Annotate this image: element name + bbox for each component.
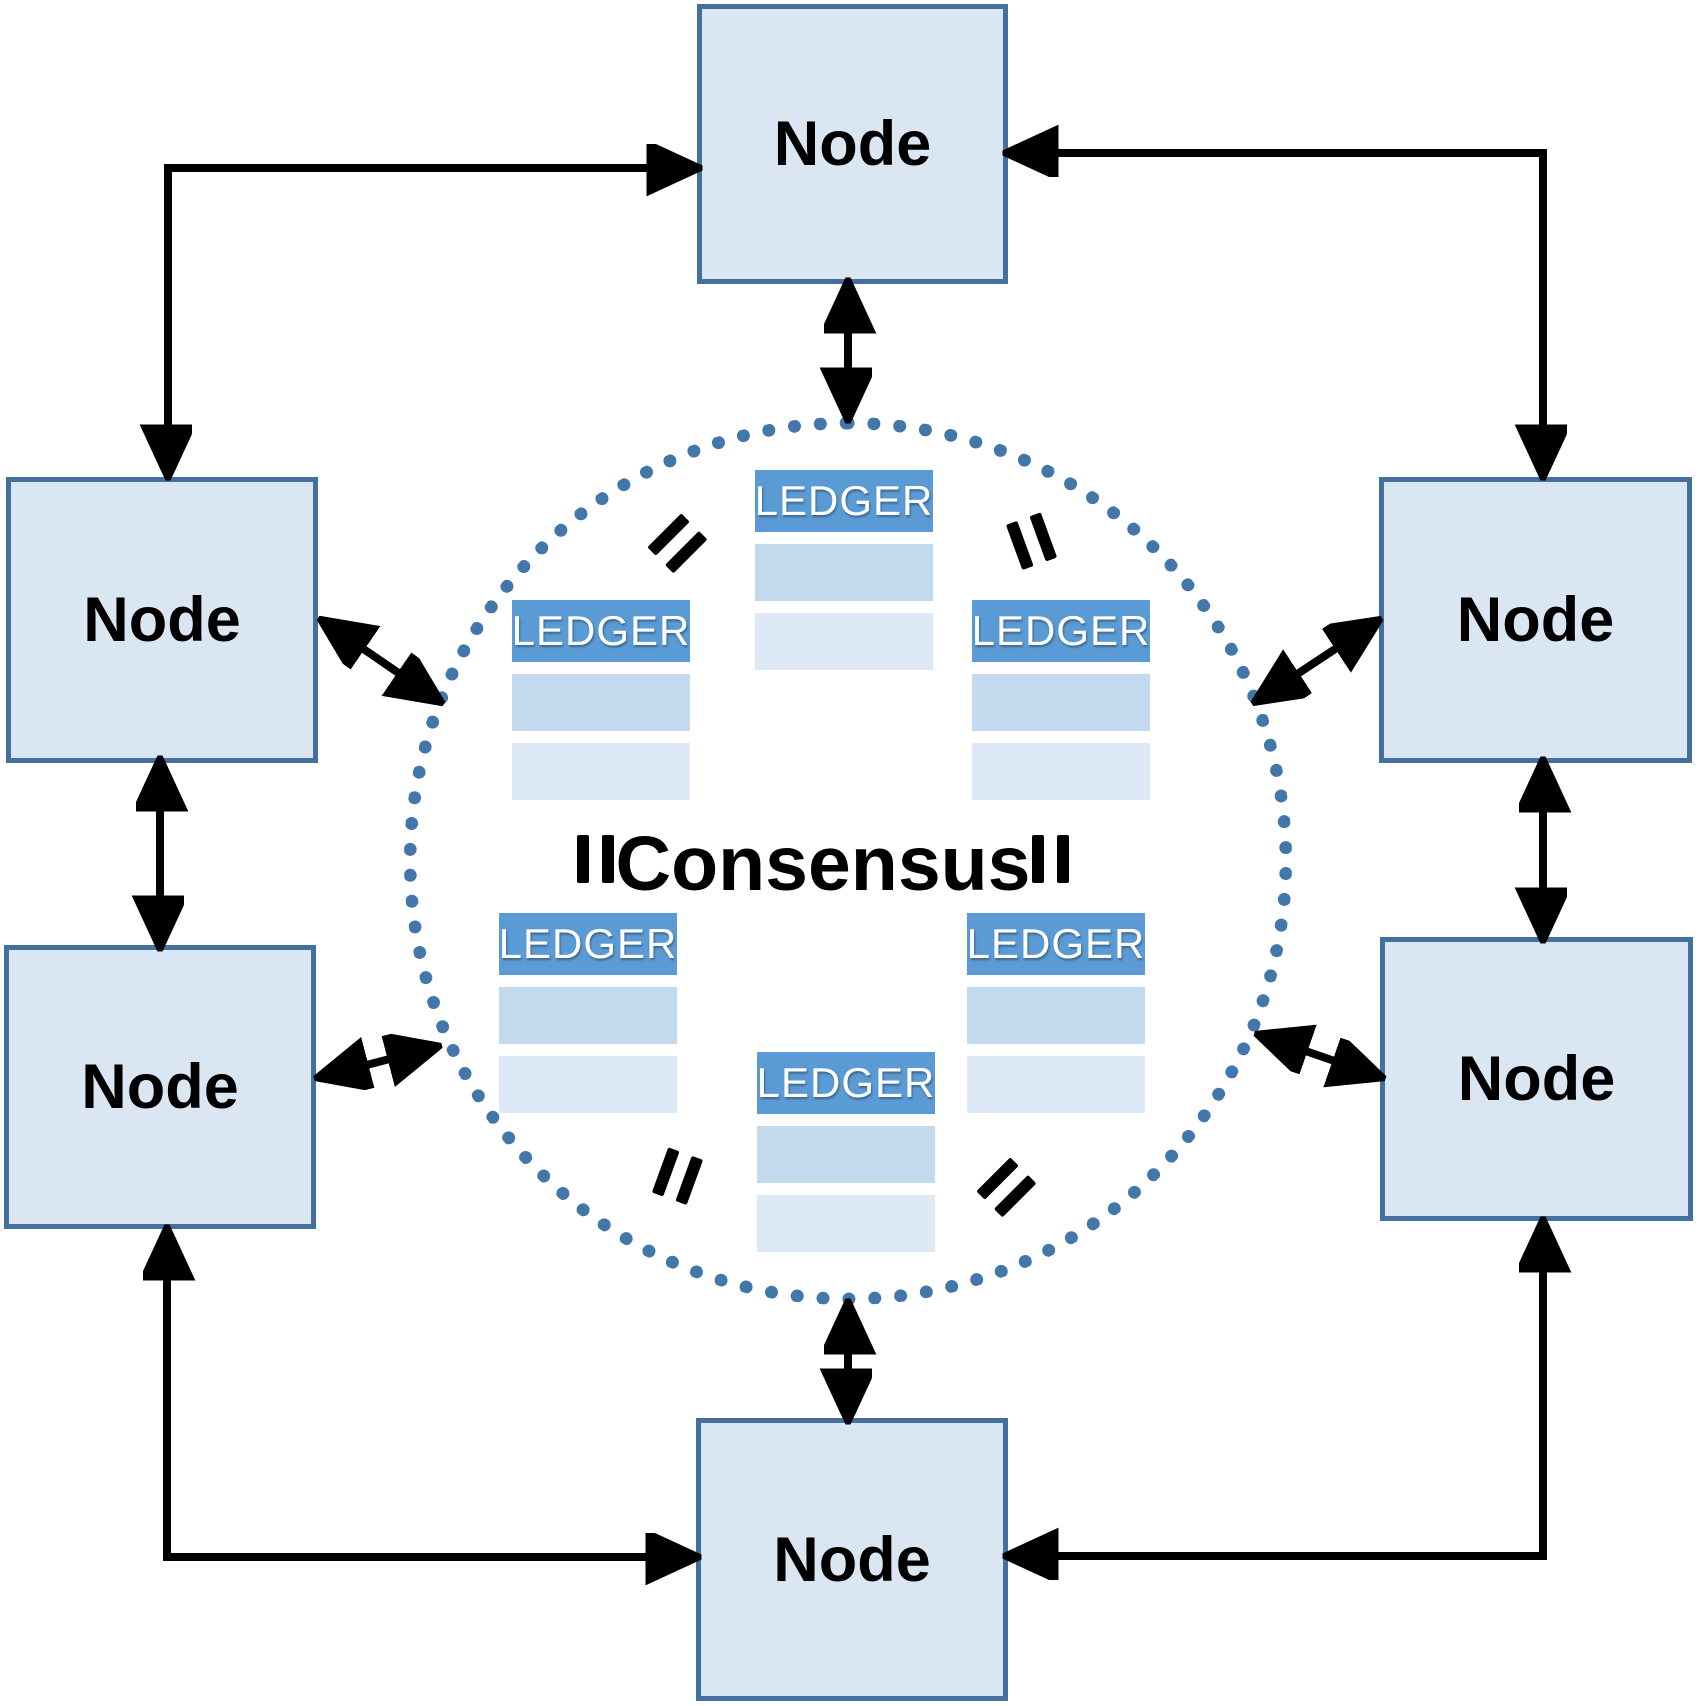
node-label: Node: [81, 1052, 239, 1122]
node-label: Node: [1457, 1044, 1616, 1114]
ledger-title: LEDGER: [512, 600, 690, 662]
equals-bar: [577, 835, 590, 883]
node-box-left-upper: Node: [6, 477, 318, 763]
ledger-row: [757, 1126, 935, 1183]
equals-bar: [1029, 512, 1058, 562]
elbow-arrow-bottom-to-right-lower: [1017, 1231, 1543, 1556]
consensus-label: Consensus: [615, 821, 1031, 907]
node-box-right-lower: Node: [1380, 937, 1693, 1221]
node-box-top: Node: [697, 4, 1008, 284]
ledger-block-top-center: LEDGER: [755, 470, 933, 670]
ledger-title: LEDGER: [972, 600, 1150, 662]
ledger-block-upper-left: LEDGER: [512, 600, 690, 800]
ledger-row: [967, 1056, 1145, 1113]
equals-bar: [1032, 835, 1045, 883]
node-box-bottom: Node: [696, 1418, 1008, 1701]
ledger-row: [967, 987, 1145, 1044]
elbow-arrow-top-to-right-upper: [1017, 153, 1543, 466]
equals-bar: [674, 1155, 703, 1205]
ledger-row: [972, 743, 1150, 800]
ledger-row: [755, 613, 933, 670]
ledger-block-lower-right: LEDGER: [967, 913, 1145, 1113]
ledger-block-bottom-center: LEDGER: [757, 1052, 935, 1252]
equals-bar: [1006, 520, 1035, 570]
ledger-row: [755, 544, 933, 601]
node-label: Node: [773, 1524, 931, 1595]
ledger-row: [512, 743, 690, 800]
arrow-right-lower-node-to-circle: [1268, 1038, 1372, 1074]
ledger-row: [757, 1195, 935, 1252]
ledger-row: [499, 1056, 677, 1113]
node-label: Node: [83, 585, 241, 655]
ledger-row: [512, 674, 690, 731]
arrow-left-upper-node-to-circle: [330, 626, 432, 696]
ledger-block-lower-left: LEDGER: [499, 913, 677, 1113]
equals-bar: [1057, 835, 1070, 883]
ledger-title: LEDGER: [967, 913, 1145, 975]
equals-bar: [651, 1147, 680, 1197]
elbow-arrow-left-lower-to-bottom: [167, 1239, 687, 1557]
ledger-row: [972, 674, 1150, 731]
ledger-block-upper-right: LEDGER: [972, 600, 1150, 800]
node-box-right-upper: Node: [1379, 477, 1692, 763]
ledger-row: [499, 987, 677, 1044]
equals-bar: [602, 835, 615, 883]
ledger-title: LEDGER: [755, 470, 933, 532]
ledger-title: LEDGER: [499, 913, 677, 975]
arrow-left-lower-node-to-circle: [328, 1049, 428, 1075]
ledger-title: LEDGER: [757, 1052, 935, 1114]
arrow-right-upper-node-to-circle: [1264, 626, 1370, 696]
equals-icon: [1021, 829, 1081, 889]
equals-icon: [566, 829, 626, 889]
elbow-arrow-left-upper-to-top: [168, 168, 688, 466]
node-label: Node: [1456, 585, 1615, 655]
node-label: Node: [773, 109, 932, 179]
node-box-left-lower: Node: [4, 945, 316, 1229]
